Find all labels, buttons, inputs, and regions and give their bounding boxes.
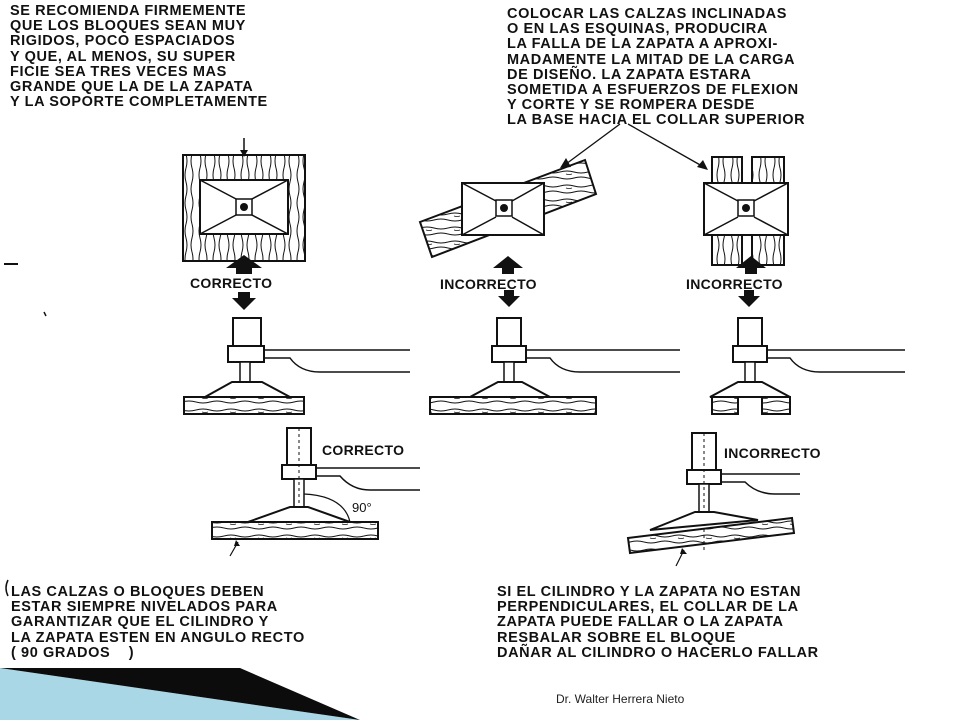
- margin-marks: [4, 263, 47, 597]
- up-arrow-correct: [226, 255, 262, 274]
- top-incorrect-inclined-plan-view: [418, 158, 598, 259]
- label-bottom-correct: CORRECTO: [322, 442, 405, 458]
- label-bottom-incorrect: INCORRECTO: [724, 445, 821, 461]
- note-level-blocks: LAS CALZAS O BLOQUES DEBEN ESTAR SIEMPRE…: [11, 584, 305, 661]
- up-arrow-incorrect-1: [493, 256, 523, 274]
- label-top-correct: CORRECTO: [190, 275, 273, 291]
- note-perpendicular-warning: SI EL CILINDRO Y LA ZAPATA NO ESTAN PERP…: [497, 584, 819, 661]
- footer-dark-wedge: [0, 668, 360, 720]
- note-block-requirements: SE RECOMIENDA FIRMEMENTE QUE LOS BLOQUES…: [10, 3, 268, 111]
- bottom-incorrect-tilted-view: [626, 432, 800, 567]
- side-view-correct: [183, 317, 410, 415]
- footer-band: [0, 668, 360, 720]
- author-credit: Dr. Walter Herrera Nieto: [556, 692, 685, 706]
- top-correct-plan-view: [182, 138, 306, 262]
- angle-label: 90°: [352, 500, 372, 515]
- bottom-correct-level-view: [211, 427, 420, 557]
- label-top-incorrect-1: INCORRECTO: [440, 276, 537, 292]
- note-leader-arrows: [560, 123, 708, 170]
- up-arrow-incorrect-2: [736, 256, 766, 274]
- top-incorrect-corner-plan-view: [703, 156, 789, 266]
- diagram-frame: [2, 0, 940, 668]
- side-view-incorrect-2: [709, 317, 905, 415]
- down-arrows: [232, 290, 760, 310]
- label-top-incorrect-2: INCORRECTO: [686, 276, 783, 292]
- note-inclined-blocks-failure: COLOCAR LAS CALZAS INCLINADAS O EN LAS E…: [507, 6, 806, 129]
- side-view-incorrect-1: [429, 317, 680, 415]
